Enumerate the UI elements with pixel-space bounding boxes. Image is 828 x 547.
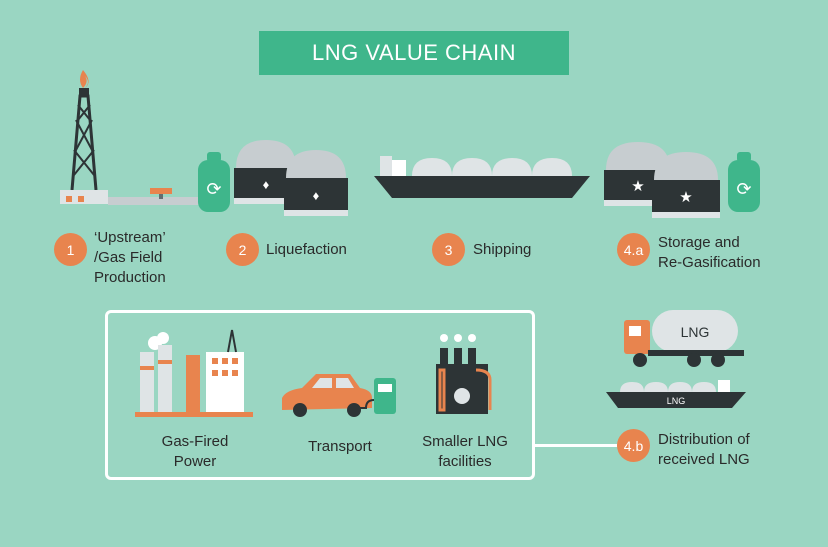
step-badge-4a: 4.a — [617, 233, 650, 266]
use-label-power: Gas-Fired Power — [161, 433, 229, 470]
drilling-rig-icon — [60, 70, 208, 205]
svg-text:★: ★ — [679, 189, 692, 206]
step-label-1: ‘Upstream’ /Gas Field Production — [94, 229, 166, 286]
step-label-3: Shipping — [473, 241, 532, 258]
lng-ship-icon: LNG — [606, 380, 746, 408]
gas-bottle-icon: ⟳ — [198, 152, 230, 212]
step-label-4a: Storage and Re-Gasification — [658, 234, 761, 271]
lng-tank-icon: ♦ ♦ — [234, 140, 348, 216]
svg-text:♦: ♦ — [263, 177, 270, 192]
step-badge-1: 1 — [54, 233, 87, 266]
power-plant-icon — [135, 329, 253, 417]
step-badge-3: 3 — [432, 233, 465, 266]
svg-text:♦: ♦ — [313, 188, 320, 203]
lng-tank-icon: ★ ★ — [604, 142, 720, 218]
charging-station-icon — [358, 378, 396, 414]
svg-text:★: ★ — [631, 178, 644, 195]
ship-label: LNG — [667, 396, 686, 406]
step-badge-4b: 4.b — [617, 429, 650, 462]
car-icon — [282, 374, 372, 417]
lng-ship-icon — [374, 156, 590, 198]
svg-text:⟳: ⟳ — [736, 179, 751, 200]
factory-icon — [436, 334, 492, 414]
svg-text:⟳: ⟳ — [206, 179, 221, 200]
step-badge-2: 2 — [226, 233, 259, 266]
truck-label: LNG — [681, 324, 710, 340]
use-label-small-lng: Smaller LNG facilities — [422, 433, 508, 470]
end-uses-frame — [105, 310, 535, 480]
tanker-truck-icon: LNG — [624, 310, 744, 367]
step-label-2: Liquefaction — [266, 241, 347, 258]
use-label-transport: Transport — [308, 438, 372, 455]
gas-bottle-icon: ⟳ — [728, 152, 760, 212]
end-uses-connector — [535, 444, 617, 447]
page-title: LNG VALUE CHAIN — [259, 31, 569, 75]
step-label-4b: Distribution of received LNG — [658, 431, 750, 468]
